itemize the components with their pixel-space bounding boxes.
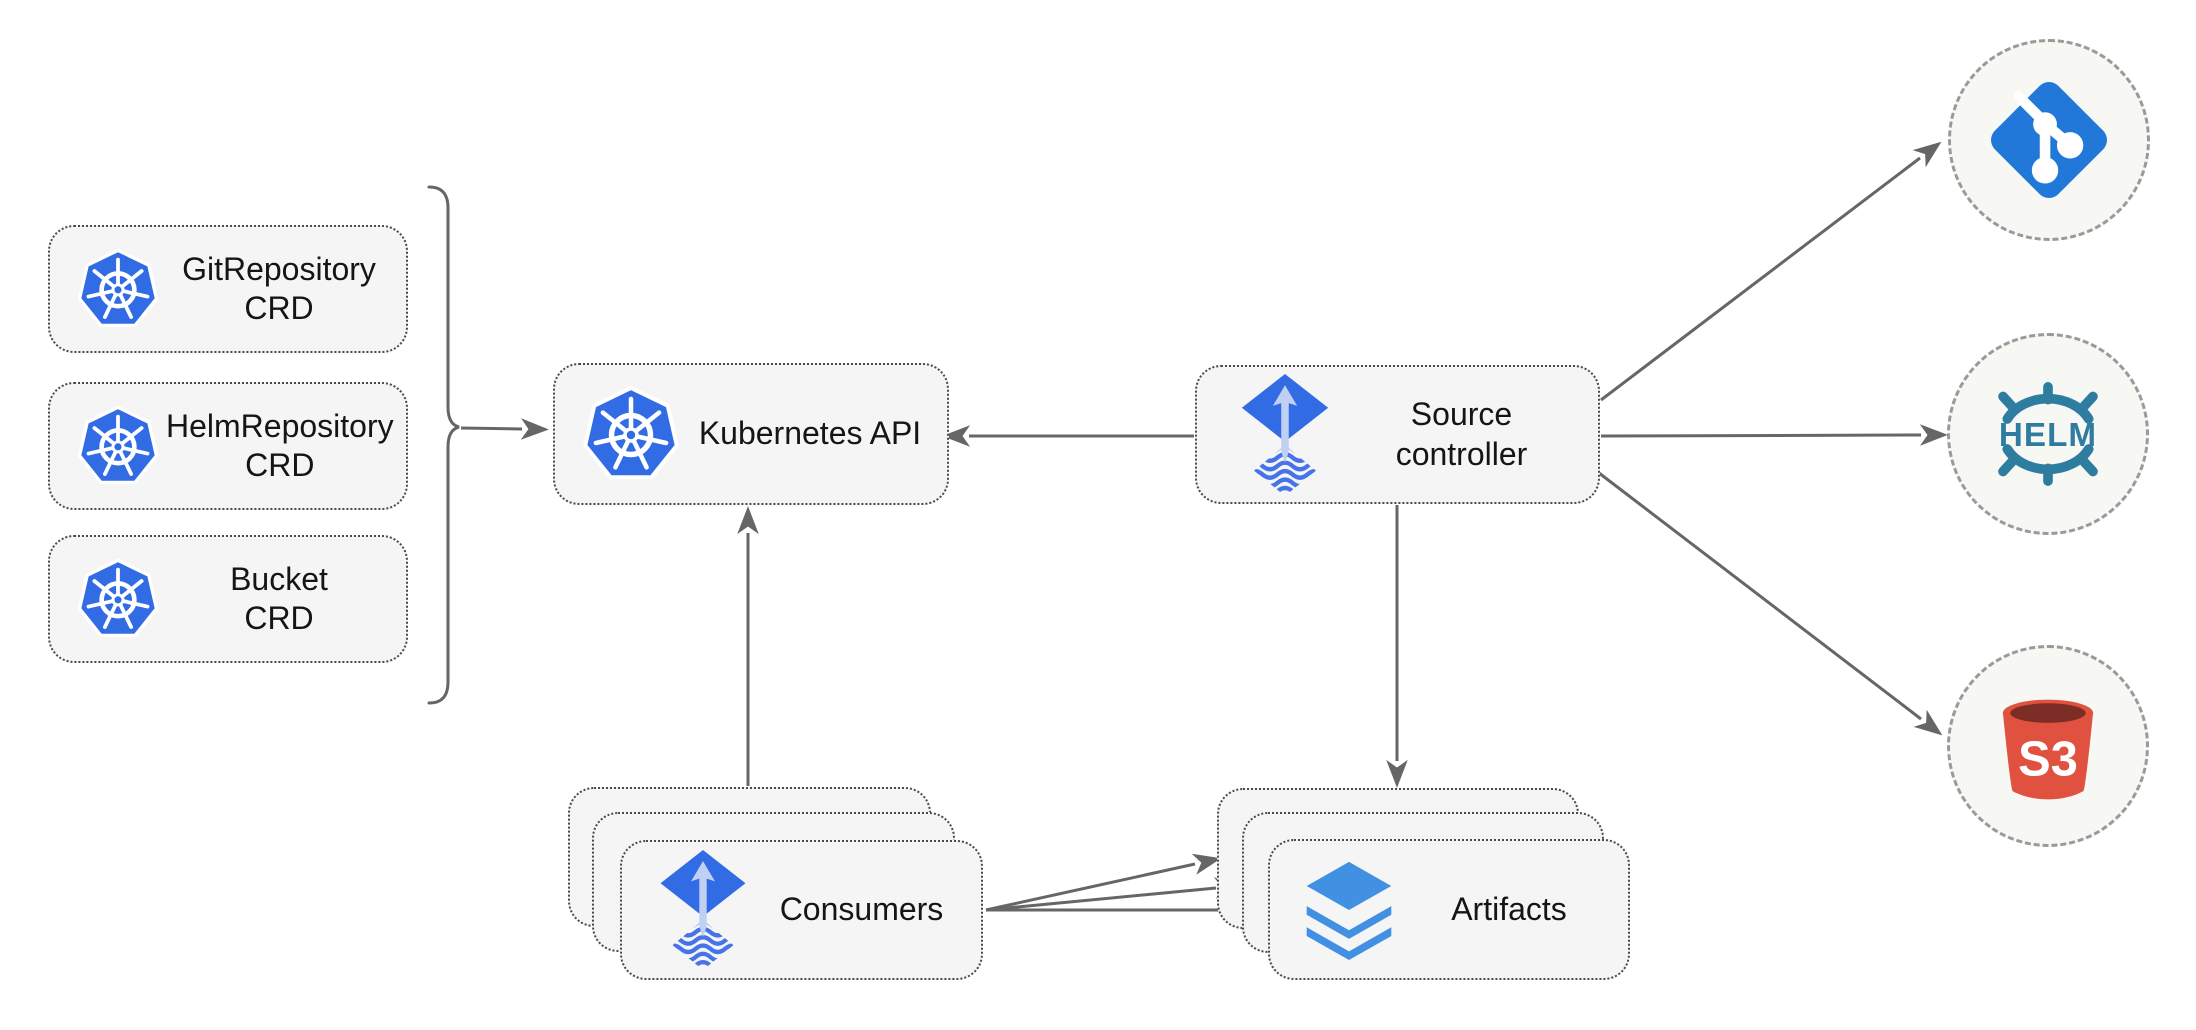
node-kubernetes-api: Kubernetes API <box>553 363 949 505</box>
s3-logo-text: S3 <box>2018 732 2078 786</box>
node-label: Bucket CRD <box>230 560 328 636</box>
edge-consumers-to-artifacts-2 <box>985 877 1243 912</box>
flux-icon <box>656 850 750 970</box>
kubernetes-icon <box>76 247 160 331</box>
node-label: Source controller <box>1395 396 1528 472</box>
helm-logo-text: HELM <box>1999 417 2097 454</box>
node-s3-source: S3 <box>1947 645 2149 847</box>
node-consumers: Consumers <box>620 840 983 980</box>
node-label: Kubernetes API <box>698 415 922 452</box>
helm-icon: HELM <box>1973 380 2123 488</box>
s3-bucket-icon: S3 <box>1987 685 2109 807</box>
flux-icon <box>1237 373 1333 496</box>
edge-source-controller-to-s3 <box>1598 471 1943 736</box>
layers-icon <box>1300 860 1398 960</box>
node-git-source <box>1948 39 2150 241</box>
edge-source-controller-to-git <box>1600 141 1942 402</box>
node-label: Artifacts <box>1451 890 1567 927</box>
crd-bracket <box>427 185 460 705</box>
node-bucket-crd: Bucket CRD <box>48 535 408 663</box>
edge-bracket-to-kubernetes-api <box>460 418 549 440</box>
kubernetes-icon <box>581 384 681 484</box>
node-helm-source: HELM <box>1947 333 2149 535</box>
kubernetes-icon <box>76 404 160 488</box>
node-label: HelmRepository CRD <box>166 407 394 483</box>
node-label: Consumers <box>779 891 944 928</box>
node-label: GitRepository CRD <box>182 250 376 326</box>
node-artifacts: Artifacts <box>1268 839 1630 980</box>
node-source-controller: Source controller <box>1195 365 1600 504</box>
edge-source-controller-to-helm <box>1600 424 1948 446</box>
git-icon <box>1983 74 2115 206</box>
edge-consumers-to-artifacts-1 <box>985 853 1222 912</box>
node-helm-repository-crd: HelmRepository CRD <box>48 382 408 510</box>
node-git-repository-crd: GitRepository CRD <box>48 225 408 353</box>
kubernetes-icon <box>76 557 160 641</box>
